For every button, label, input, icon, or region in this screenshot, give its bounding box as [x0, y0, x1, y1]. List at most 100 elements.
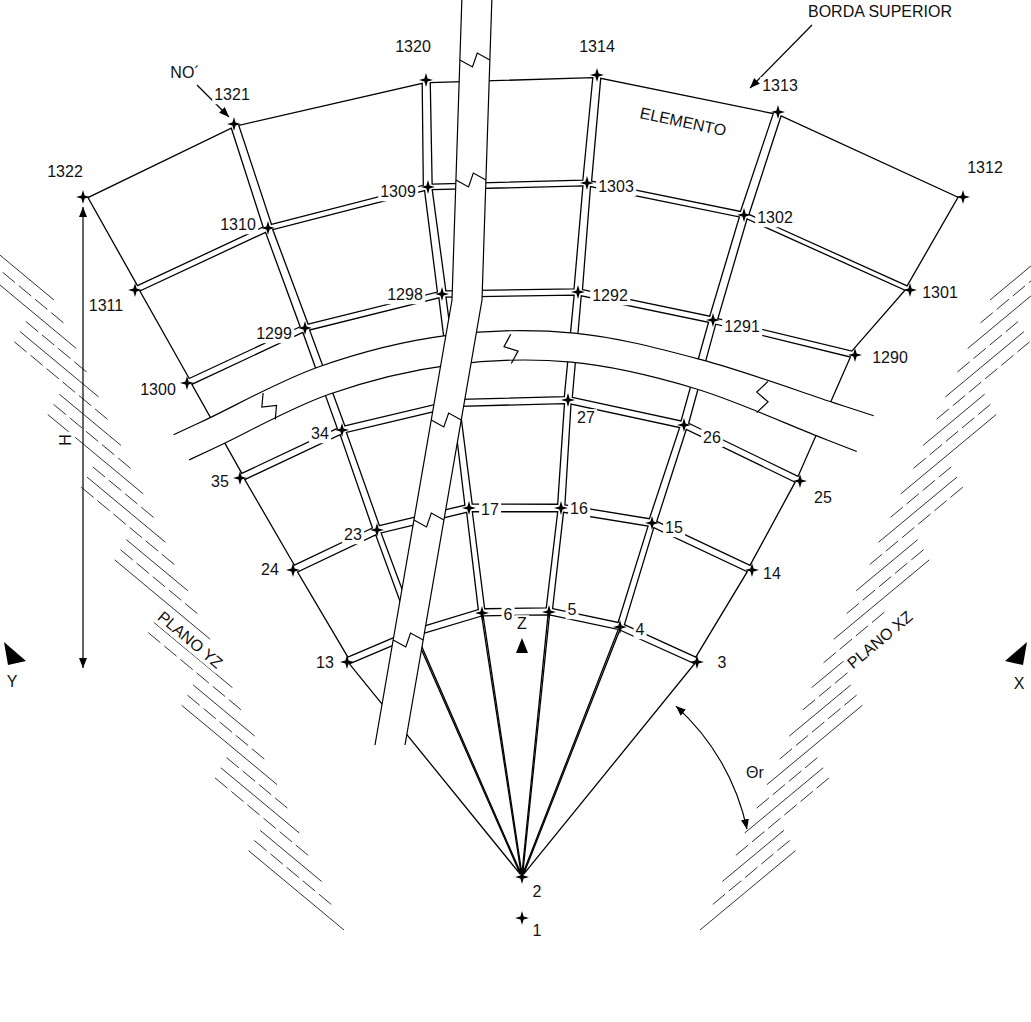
node-marker [793, 474, 807, 488]
break-line [375, 0, 462, 745]
node-markers [76, 68, 970, 925]
node-marker [737, 208, 751, 222]
node-marker [677, 418, 691, 432]
node-marker [475, 606, 489, 620]
hatch-line [957, 321, 1019, 372]
node-number: 13 [314, 654, 336, 672]
node-marker [542, 605, 556, 619]
node-number: 1291 [722, 318, 762, 336]
hatch-line [778, 695, 857, 760]
annotation-label: PLANO XZ [843, 607, 918, 674]
shell-element [624, 528, 747, 657]
annotation-label: Y [5, 673, 20, 691]
break-zigzag [393, 633, 423, 647]
break-zigzag [431, 413, 461, 427]
node-number: 27 [575, 409, 597, 427]
fan-element [523, 615, 619, 874]
node-marker [419, 73, 433, 87]
node-number: 1299 [254, 325, 294, 343]
shell-element [273, 191, 438, 324]
hatch-line [767, 705, 862, 784]
hatch-line [0, 269, 76, 348]
hatch-line [215, 778, 310, 857]
shell-element [657, 429, 795, 565]
node-marker [690, 655, 704, 669]
shell-element [239, 83, 424, 224]
break-line [189, 360, 857, 460]
shell-element [140, 232, 300, 378]
dimension-line [82, 207, 83, 668]
finite-element-mesh [88, 78, 958, 875]
node-marker [771, 105, 785, 119]
node-number: 23 [342, 526, 364, 544]
node-number: 1301 [920, 284, 960, 302]
node-marker [571, 285, 585, 299]
node-number: 1290 [870, 349, 910, 367]
node-number: 1313 [760, 77, 800, 95]
annotation-label: NO´ [168, 64, 201, 82]
axis-arrow [516, 638, 528, 653]
node-number: 1311 [87, 297, 125, 315]
node-marker [421, 180, 435, 194]
hatch-line [945, 332, 1024, 397]
hatch-line [221, 768, 300, 833]
annotation-label: Z [515, 615, 529, 633]
hatch-line [901, 414, 996, 493]
annotation-label: H [57, 432, 75, 448]
node-number: 1310 [218, 216, 258, 234]
node-marker [76, 190, 90, 204]
hatch-line [856, 540, 918, 591]
shell-element [430, 78, 593, 184]
node-number: 1314 [577, 38, 617, 56]
hatch-line [0, 259, 65, 324]
shell-element [553, 512, 648, 622]
shell-element [245, 435, 373, 566]
angle-arc [676, 706, 747, 829]
node-marker [340, 655, 354, 669]
hatch-line [81, 487, 176, 566]
annotations [83, 25, 812, 829]
shell-element [718, 219, 905, 351]
hatch-line [26, 321, 88, 372]
shell-element [88, 128, 263, 285]
node-marker [180, 376, 194, 390]
hatch-line [48, 414, 143, 493]
node-number: 34 [309, 425, 331, 443]
node-number: 1320 [393, 38, 433, 56]
node-marker [554, 501, 568, 515]
node-number: 1303 [596, 178, 636, 196]
node-marker [261, 221, 275, 235]
node-number: 1292 [590, 287, 630, 305]
hatch-line [979, 259, 1031, 324]
hatch-line [126, 540, 188, 591]
shell-element [592, 78, 774, 211]
hatch-line [845, 550, 924, 615]
node-number: 1312 [965, 159, 1005, 177]
break-zigzag [414, 513, 444, 527]
hatch-line [227, 758, 289, 809]
shell-element [460, 404, 565, 505]
break-line [174, 331, 874, 435]
hatch-line [20, 332, 99, 397]
hatch-line [934, 342, 1029, 421]
fan-element [349, 636, 520, 874]
break-zigzag [262, 393, 277, 420]
break-zigzag [504, 334, 518, 363]
node-marker [590, 68, 604, 82]
annotation-label: ELEMENTO [636, 104, 729, 140]
node-marker [227, 117, 241, 131]
break-zigzag [460, 53, 490, 67]
break-fill [375, 0, 492, 745]
node-marker [128, 283, 142, 297]
node-marker [613, 620, 627, 634]
annotation-label: PLANO YZ [153, 607, 228, 674]
node-number: 1321 [212, 86, 252, 104]
node-marker [903, 283, 917, 297]
shell-element [472, 512, 557, 609]
node-marker [462, 501, 476, 515]
hatch-line [182, 705, 277, 784]
break-band [174, 331, 874, 460]
hatch-line [711, 840, 790, 905]
